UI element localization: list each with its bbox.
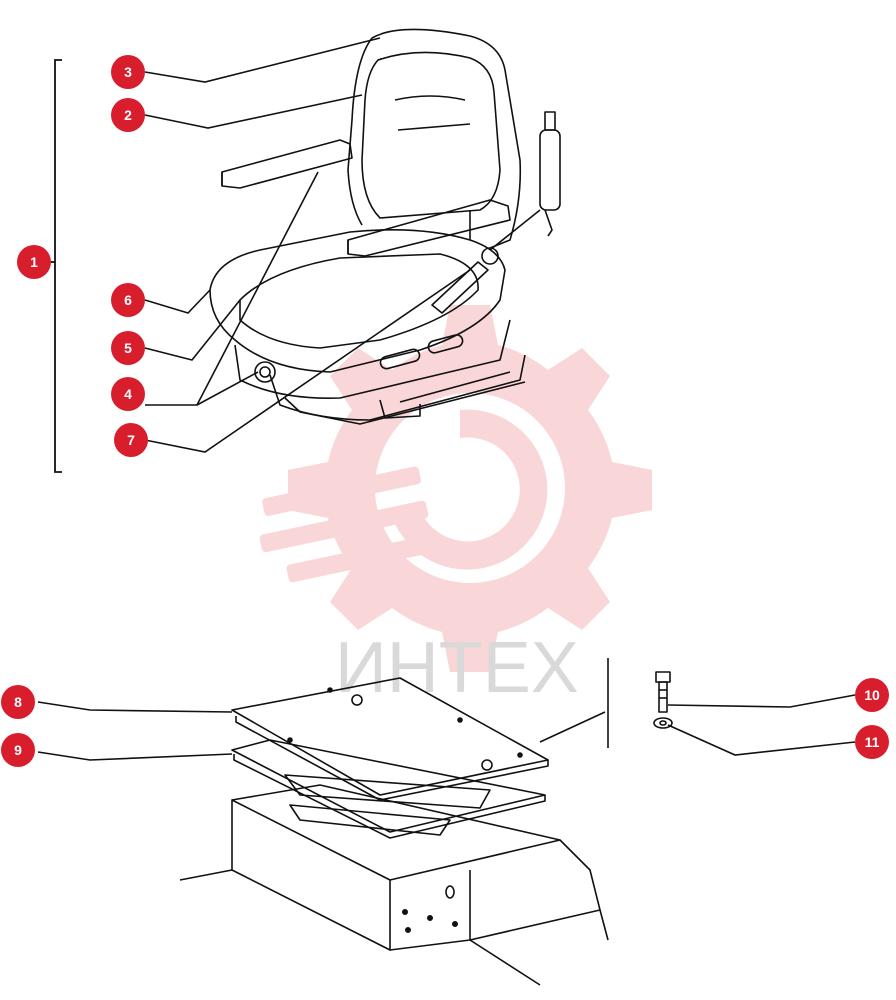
callout-9: 9 [1, 733, 35, 767]
seat-illustration [209, 28, 561, 425]
callout-5: 5 [111, 331, 145, 365]
svg-text:1: 1 [30, 254, 38, 270]
svg-text:3: 3 [124, 64, 132, 80]
svg-text:7: 7 [127, 432, 135, 448]
callout-4: 4 [111, 377, 145, 411]
callout-2: 2 [111, 98, 145, 132]
svg-text:2: 2 [124, 107, 132, 123]
callout-10: 10 [855, 678, 889, 712]
mounting-plates [179, 658, 673, 986]
svg-text:6: 6 [124, 292, 132, 308]
svg-text:8: 8 [14, 694, 22, 710]
callout-8: 8 [1, 685, 35, 719]
callout-11: 11 [855, 725, 889, 759]
watermark-text: ИНТЕХ [335, 628, 579, 708]
callout-1: 1 [17, 245, 51, 279]
svg-text:11: 11 [865, 734, 880, 750]
svg-text:4: 4 [124, 386, 132, 402]
callout-6: 6 [111, 283, 145, 317]
svg-text:5: 5 [124, 340, 132, 356]
svg-text:10: 10 [864, 687, 880, 703]
callout-7: 7 [114, 423, 148, 457]
svg-text:9: 9 [14, 742, 22, 758]
watermark-logo [259, 305, 652, 672]
leader-lines [37, 37, 856, 761]
callout-3: 3 [111, 55, 145, 89]
